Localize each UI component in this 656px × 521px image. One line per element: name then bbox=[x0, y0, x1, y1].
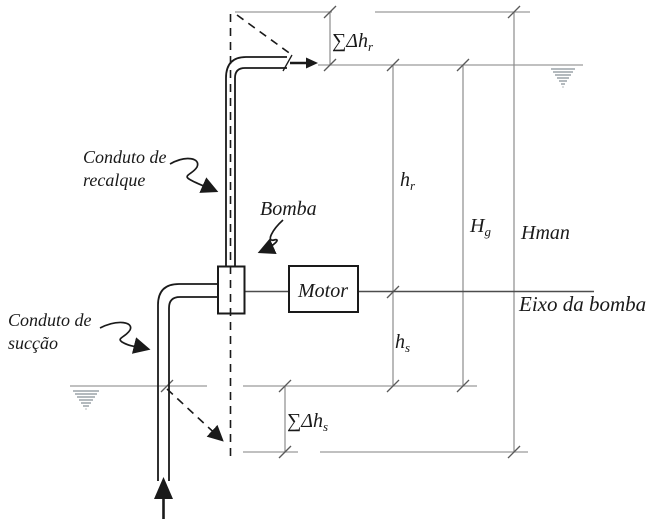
discharge-pipe-inner-wall bbox=[234, 67, 287, 267]
discharge-pipe-leader-arrow bbox=[169, 157, 219, 193]
tick-swl-167 bbox=[160, 379, 174, 393]
dimension-ticks bbox=[160, 5, 521, 459]
motor-label: Motor bbox=[297, 280, 348, 302]
discharge-pipe-label-line1: Conduto de bbox=[83, 147, 167, 167]
leader-arrows bbox=[99, 157, 284, 354]
tick-wl-330 bbox=[323, 58, 337, 72]
motor-box bbox=[288, 265, 359, 313]
suction-inlet-flow-arrow bbox=[154, 477, 173, 519]
suction-losses-main: ∑Δh bbox=[287, 410, 323, 432]
suction-pipe-inner-wall bbox=[168, 296, 218, 481]
suction-pipe-outer-wall bbox=[157, 283, 218, 481]
tick-low-514 bbox=[507, 445, 521, 459]
suction-pipe-label-line1: Conduto de bbox=[8, 310, 92, 330]
discharge-head-main: h bbox=[400, 169, 410, 191]
geometric-head-main: H bbox=[469, 215, 486, 237]
tick-top-330 bbox=[323, 5, 337, 19]
discharge-head-sub: r bbox=[410, 178, 416, 193]
text-labels: Conduto de recalque Bomba Motor Eixo da … bbox=[8, 30, 646, 434]
discharge-pipe-outlet-cap bbox=[282, 54, 293, 72]
suction-losses-sub: s bbox=[323, 419, 328, 434]
suction-pipe-label-line2: sucção bbox=[8, 333, 58, 353]
tick-top-514 bbox=[507, 5, 521, 19]
suction-pipe bbox=[157, 283, 218, 481]
discharge-pipe-label-line2: recalque bbox=[83, 170, 145, 190]
suction-pipe-leader-arrow bbox=[99, 321, 151, 354]
pump-leader-arrow bbox=[257, 219, 284, 254]
manometric-head-label: Hman bbox=[520, 222, 570, 244]
dashed-lines bbox=[166, 14, 293, 457]
tick-low-285 bbox=[278, 445, 292, 459]
tick-swl-463 bbox=[456, 379, 470, 393]
discharge-flow-arrow bbox=[290, 57, 318, 69]
suction-head-sub: s bbox=[405, 340, 410, 355]
discharge-head-label: hr bbox=[400, 169, 416, 193]
tick-swl-393 bbox=[386, 379, 400, 393]
tick-wl-463 bbox=[456, 58, 470, 72]
discharge-losses-sub: r bbox=[368, 39, 374, 54]
discharge-losses-label: ∑Δhr bbox=[332, 30, 374, 54]
suction-head-main: h bbox=[395, 331, 405, 353]
discharge-energy-drop-dashed bbox=[236, 14, 293, 56]
flow-arrow-head bbox=[154, 477, 173, 499]
discharge-pipe bbox=[225, 54, 293, 267]
geometric-head-label: Hg bbox=[469, 215, 491, 239]
tick-wl-393 bbox=[386, 58, 400, 72]
water-surface-symbol-discharge bbox=[551, 68, 575, 88]
suction-losses-label: ∑Δhs bbox=[287, 410, 328, 434]
water-surface-symbol-suction bbox=[73, 390, 99, 410]
reference-lines bbox=[70, 11, 583, 453]
suction-head-label: hs bbox=[395, 331, 410, 355]
dimension-lines bbox=[284, 12, 515, 452]
flow-arrow-head bbox=[306, 57, 318, 69]
pump-label: Bomba bbox=[260, 198, 317, 220]
geometric-head-sub: g bbox=[484, 224, 491, 239]
pump-axis-label: Eixo da bomba bbox=[518, 292, 646, 316]
suction-energy-drop-dashed bbox=[166, 388, 224, 442]
tick-swl-285 bbox=[278, 379, 292, 393]
discharge-losses-main: ∑Δh bbox=[332, 30, 368, 52]
